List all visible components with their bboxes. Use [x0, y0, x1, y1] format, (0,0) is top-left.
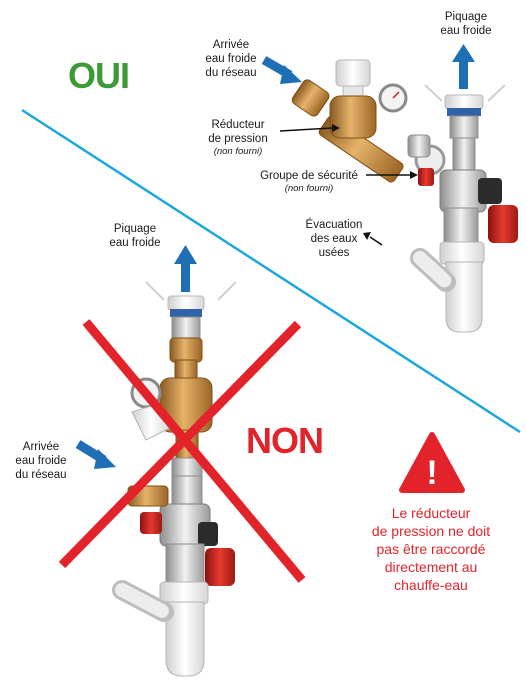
inlet-arrow-icon — [264, 60, 302, 84]
drain-label: Évacuation des eaux usées — [300, 218, 368, 260]
outlet-arrow-icon — [452, 44, 475, 89]
no-heading: NON — [246, 420, 323, 462]
reducer-label: Réducteur de pression (non fourni) — [196, 118, 280, 158]
warning-message: Le réducteur de pression ne doit pas êtr… — [336, 504, 526, 594]
yes-inlet-label: Arrivée eau froide du réseau — [198, 38, 264, 80]
yes-heading: OUI — [68, 55, 129, 97]
outlet-arrow-icon — [174, 245, 197, 292]
yes-outlet-label: Piquage eau froide — [432, 10, 500, 38]
warning-triangle-icon: ! — [402, 435, 462, 492]
warning-symbol: ! — [426, 454, 437, 492]
inlet-arrow-icon — [78, 444, 116, 469]
drain-pointer-arrow — [370, 237, 382, 245]
no-inlet-label: Arrivée eau froide du réseau — [8, 440, 74, 482]
safety-group-label: Groupe de sécurité (non fourni) — [254, 169, 364, 195]
no-outlet-label: Piquage eau froide — [100, 222, 170, 250]
